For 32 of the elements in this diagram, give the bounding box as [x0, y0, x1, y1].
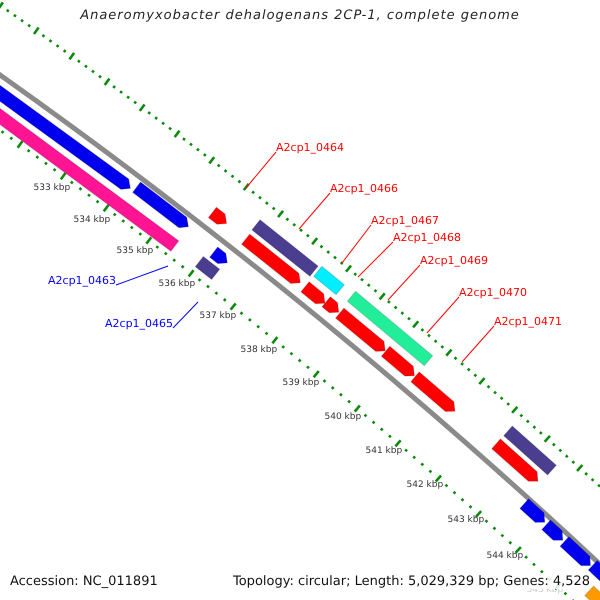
position-label: 540 kbp [324, 412, 362, 422]
position-label: 543 kbp [448, 515, 484, 526]
accession-text: Accession: NC_011891 [10, 574, 158, 590]
leader-line [172, 302, 198, 328]
leader-line [342, 224, 372, 264]
gene-label: A2cp1_0468 [393, 232, 462, 245]
gene-label: A2cp1_0470 [459, 287, 528, 300]
gene-label: A2cp1_0465 [105, 318, 174, 331]
gene-label: A2cp1_0471 [494, 316, 562, 329]
position-label: 536 kbp [158, 279, 196, 290]
leader-line [246, 152, 276, 188]
gene-label: A2cp1_0467 [371, 215, 440, 228]
gene-label: A2cp1_0469 [420, 255, 488, 268]
position-label: 537 kbp [200, 311, 236, 322]
position-label: 533 kbp [34, 183, 70, 194]
position-label: 541 kbp [366, 446, 402, 456]
gene-label: A2cp1_0463 [48, 275, 116, 288]
gene-label: A2cp1_0466 [330, 183, 398, 196]
position-label: 534 kbp [74, 215, 110, 226]
leader-line [116, 266, 168, 286]
position-label: 538 kbp [240, 345, 278, 356]
position-label: 535 kbp [116, 246, 154, 256]
position-label: 542 kbp [406, 480, 444, 490]
leader-line [426, 296, 460, 334]
leader-line [358, 242, 394, 278]
leader-line [298, 192, 330, 230]
position-label: 544 kbp [486, 551, 524, 562]
title: Anaeromyxobacter dehalogenans 2CP-1, complete genome [78, 9, 521, 24]
gene-label: A2cp1_0464 [276, 142, 344, 155]
position-label: 539 kbp [282, 378, 320, 388]
leader-line [388, 264, 420, 300]
leader-line [462, 326, 494, 362]
